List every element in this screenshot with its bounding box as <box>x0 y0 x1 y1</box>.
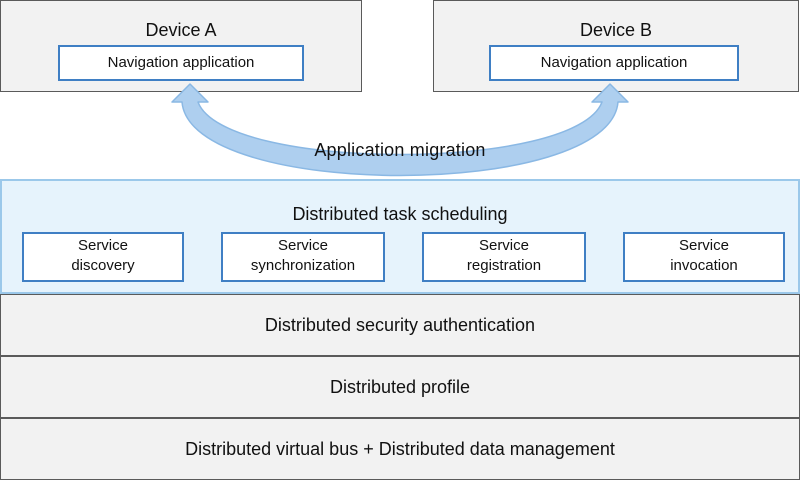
service-synchronization-label: Service synchronization <box>250 237 356 274</box>
service-discovery-label: Service discovery <box>71 237 135 274</box>
distributed-profile-layer: Distributed profile <box>0 356 800 418</box>
scheduling-title: Distributed task scheduling <box>292 204 508 224</box>
service-discovery-box: Service discovery <box>22 232 184 282</box>
migration-arc-icon <box>171 83 629 177</box>
device-b-title: Device B <box>579 20 653 40</box>
device-a-box: Device A Navigation application <box>0 0 362 92</box>
service-synchronization-box: Service synchronization <box>221 232 385 282</box>
device-b-box: Device B Navigation application <box>433 0 799 92</box>
device-a-navigation-app: Navigation application <box>58 45 304 81</box>
device-b-navigation-app: Navigation application <box>489 45 739 81</box>
device-a-title: Device A <box>145 20 217 40</box>
service-invocation-box: Service invocation <box>623 232 785 282</box>
service-invocation-label: Service invocation <box>670 237 738 274</box>
service-registration-label: Service registration <box>466 237 542 274</box>
distributed-security-authentication-layer: Distributed security authentication <box>0 294 800 356</box>
service-registration-box: Service registration <box>422 232 586 282</box>
distributed-task-scheduling-layer: Distributed task scheduling Service disc… <box>0 179 800 294</box>
distributed-virtual-bus-layer: Distributed virtual bus + Distributed da… <box>0 418 800 480</box>
application-migration-label: Application migration <box>314 140 486 160</box>
